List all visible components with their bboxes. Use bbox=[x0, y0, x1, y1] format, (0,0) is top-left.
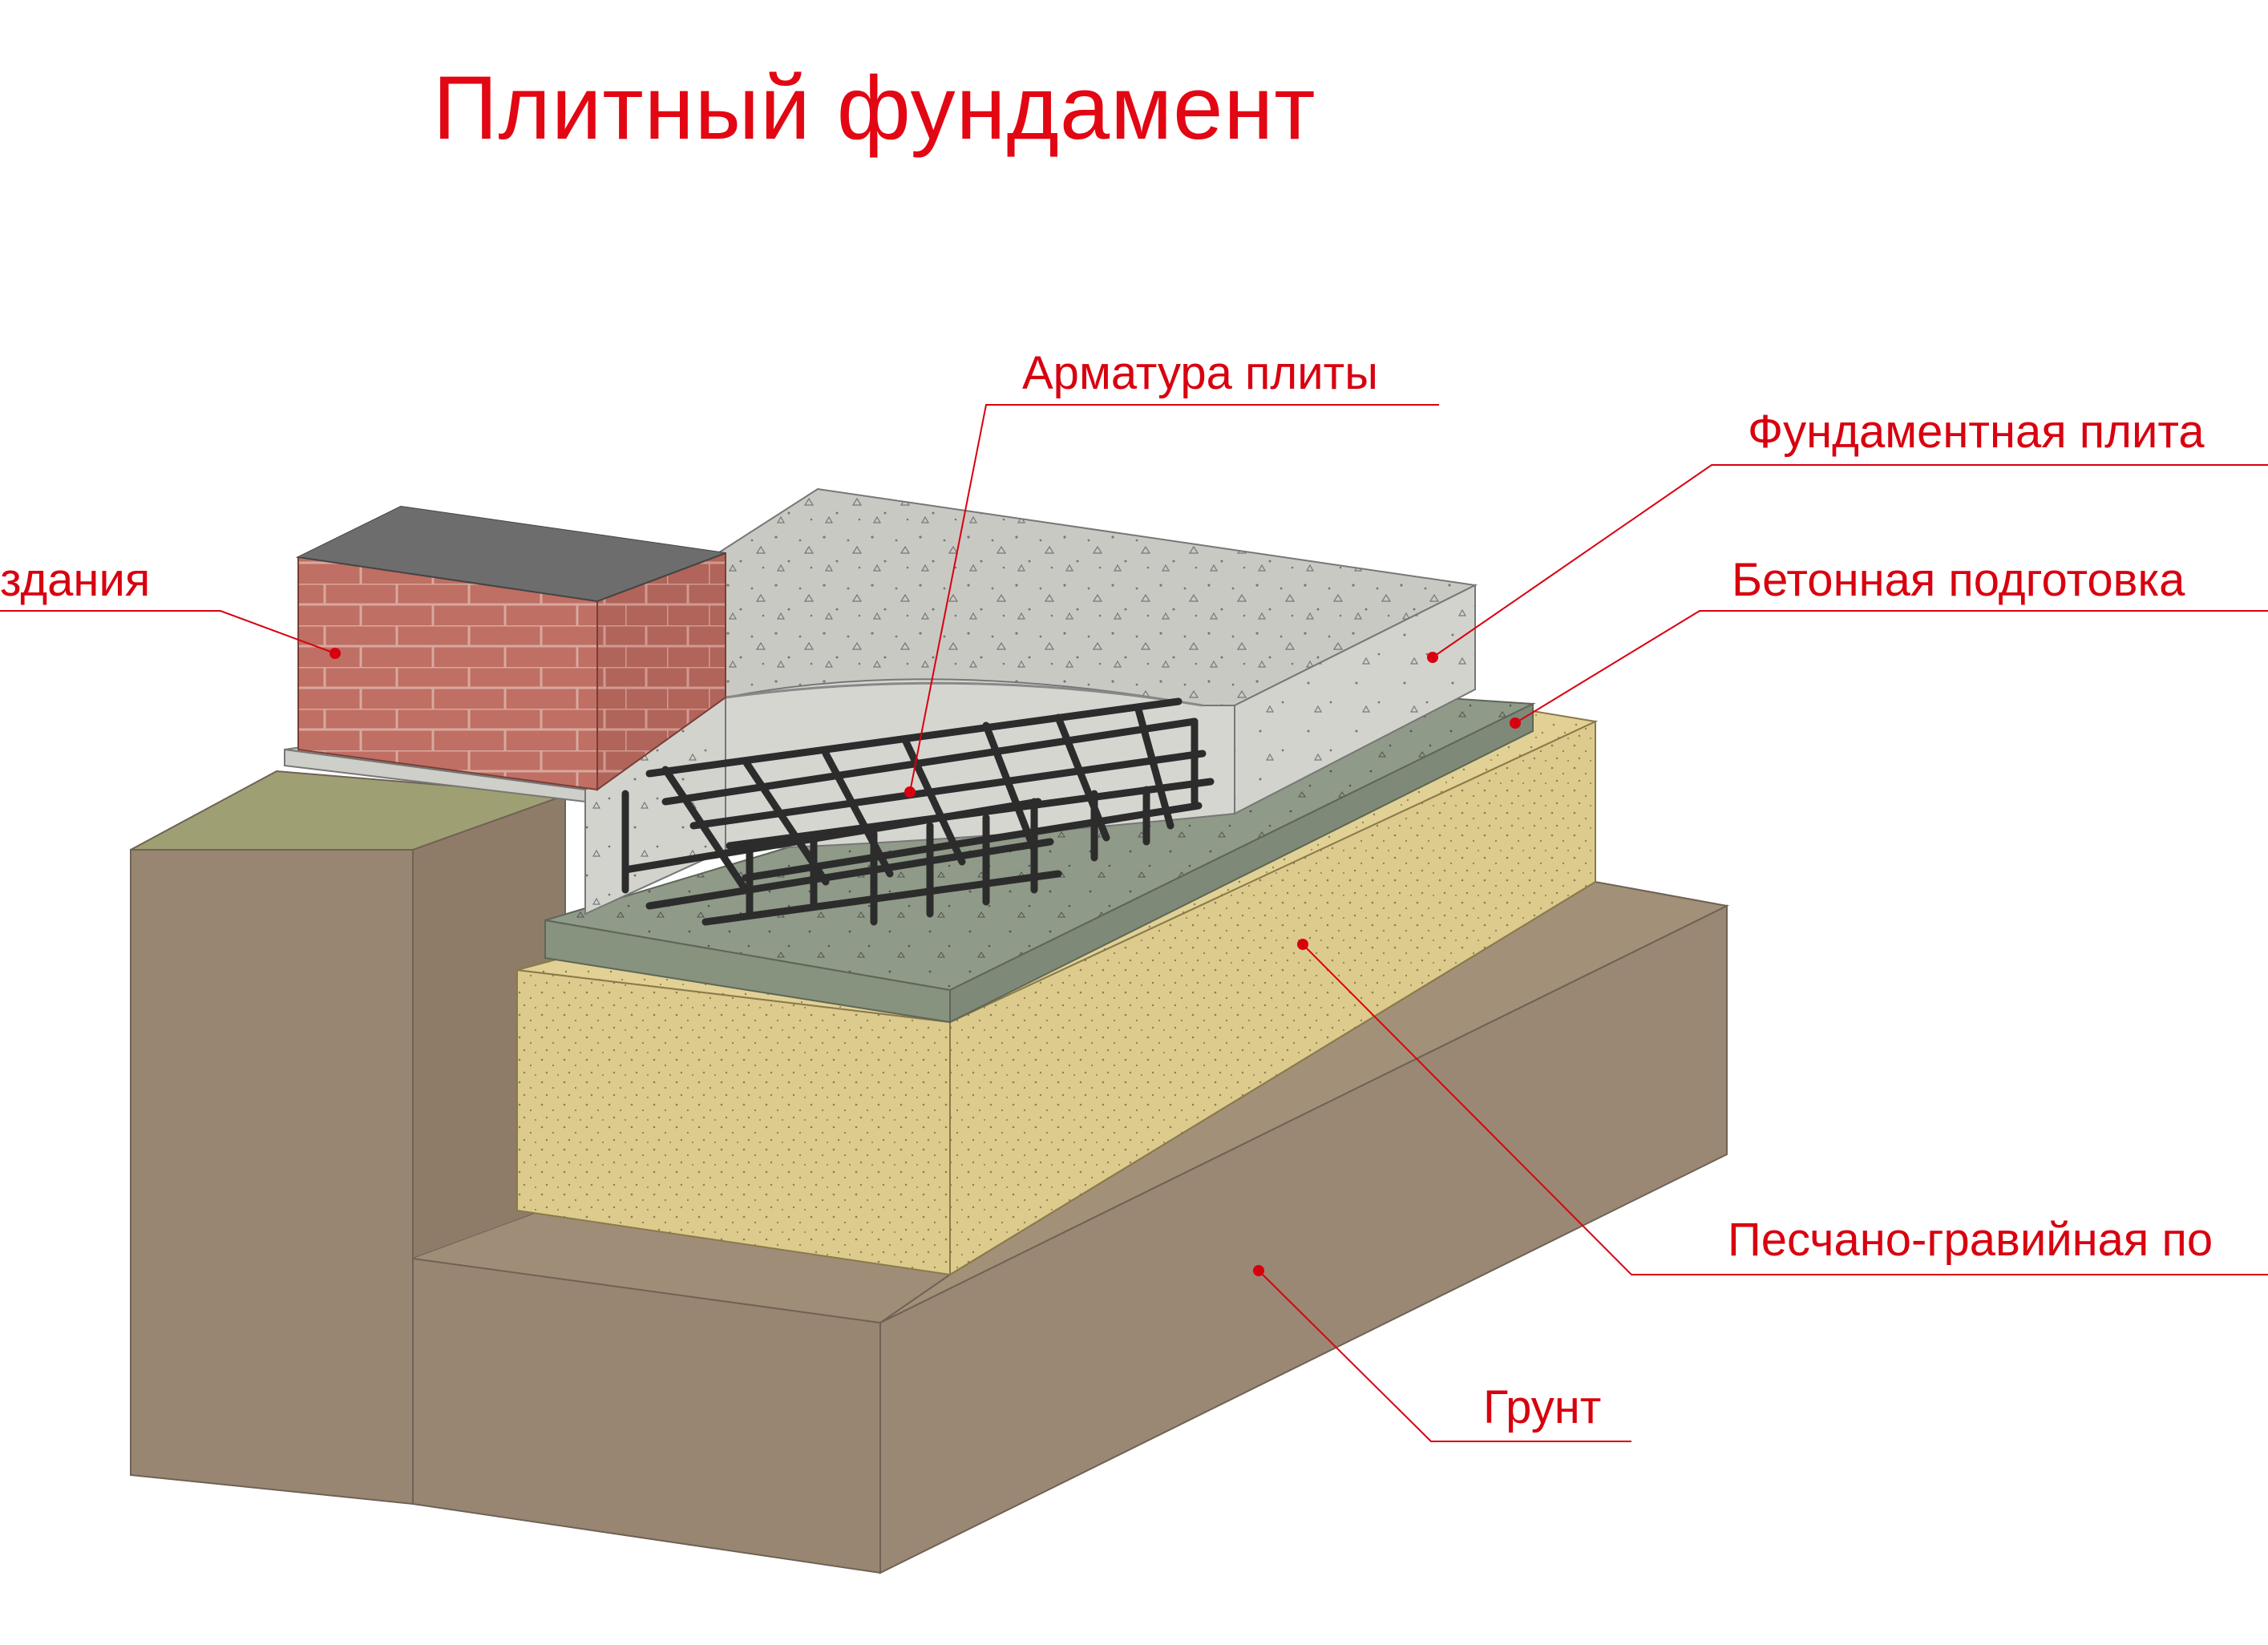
leader-wall bbox=[0, 610, 336, 654]
label-slab: Фундаментная плита bbox=[1748, 406, 2205, 458]
leader-ground bbox=[1258, 1270, 1631, 1442]
leader-slab bbox=[1432, 464, 2268, 658]
ground-step-top bbox=[413, 1202, 950, 1323]
label-concrete-prep: Бетонная подготовка bbox=[1732, 554, 2185, 606]
leader-dots bbox=[329, 648, 1521, 1276]
ground-left-column-front bbox=[130, 849, 414, 1506]
leader-reinforcement bbox=[909, 404, 1439, 793]
leader-lines bbox=[0, 404, 2268, 1442]
label-sand-gravel: Песчано-гравийная по bbox=[1728, 1214, 2213, 1266]
prep-side bbox=[949, 702, 1534, 1024]
ground-block bbox=[130, 770, 1730, 1574]
label-building-wall: здания bbox=[0, 554, 151, 606]
reinforcement-cage bbox=[621, 697, 1215, 926]
leader-concrete-prep bbox=[1514, 610, 2268, 724]
brick-wall bbox=[295, 505, 726, 791]
leader-sand bbox=[1302, 944, 2268, 1275]
diagram-title: Плитный фундамент bbox=[433, 58, 1316, 158]
label-ground: Грунт bbox=[1483, 1381, 1602, 1433]
label-reinforcement: Арматура плиты bbox=[1022, 347, 1378, 399]
